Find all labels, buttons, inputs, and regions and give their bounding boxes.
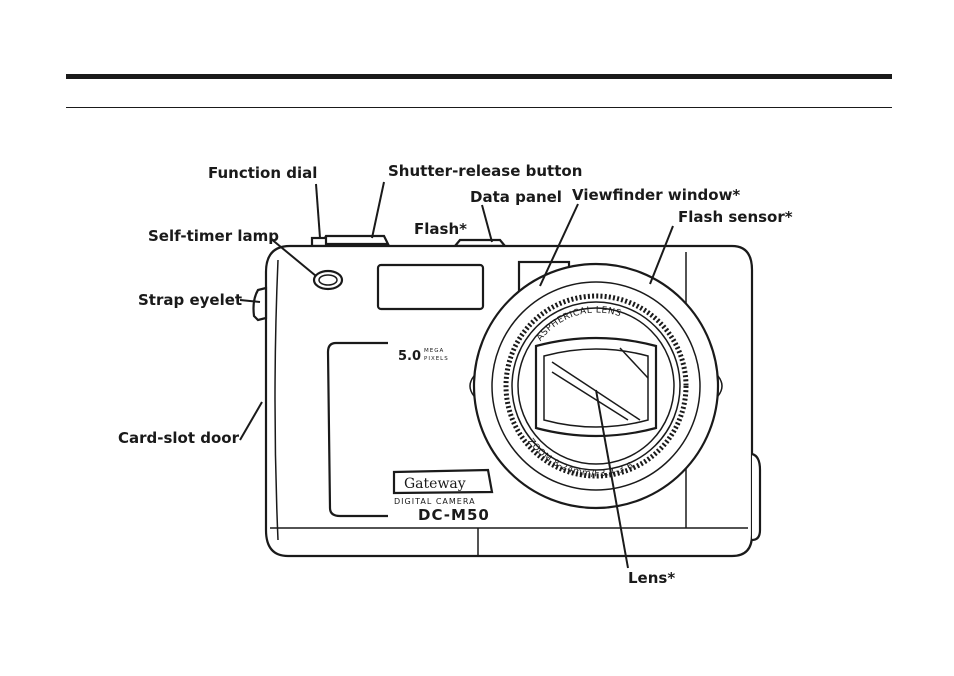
label-function-dial: Function dial [208, 164, 317, 182]
self-timer-lamp [314, 271, 342, 289]
label-self-timer-lamp: Self-timer lamp [148, 227, 279, 245]
grip [328, 343, 388, 516]
label-data-panel: Data panel [470, 188, 562, 206]
megapixels-value: 5.0 [398, 349, 421, 364]
function-dial [312, 238, 326, 246]
label-viewfinder-window: Viewfinder window* [572, 186, 740, 204]
label-card-slot-door: Card-slot door [118, 429, 240, 447]
side-panel-right [752, 454, 760, 540]
megapixels-bottom: PIXELS [424, 356, 449, 362]
model-name: DC-M50 [418, 506, 490, 524]
label-shutter-release: Shutter-release button [388, 162, 582, 180]
label-flash: Flash* [414, 220, 467, 238]
label-flash-sensor: Flash sensor* [678, 208, 793, 226]
brand-name: Gateway [404, 476, 466, 492]
strap-eyelet [254, 288, 267, 320]
megapixels-top: MEGA [424, 348, 444, 354]
shutter-release-button [322, 236, 388, 244]
product-line: DIGITAL CAMERA [394, 497, 476, 506]
flash [378, 265, 483, 309]
megapixels-badge: 5.0 MEGA PIXELS [398, 348, 449, 364]
lens [536, 338, 656, 436]
label-strap-eyelet: Strap eyelet [138, 291, 242, 309]
label-lens: Lens* [628, 569, 675, 587]
